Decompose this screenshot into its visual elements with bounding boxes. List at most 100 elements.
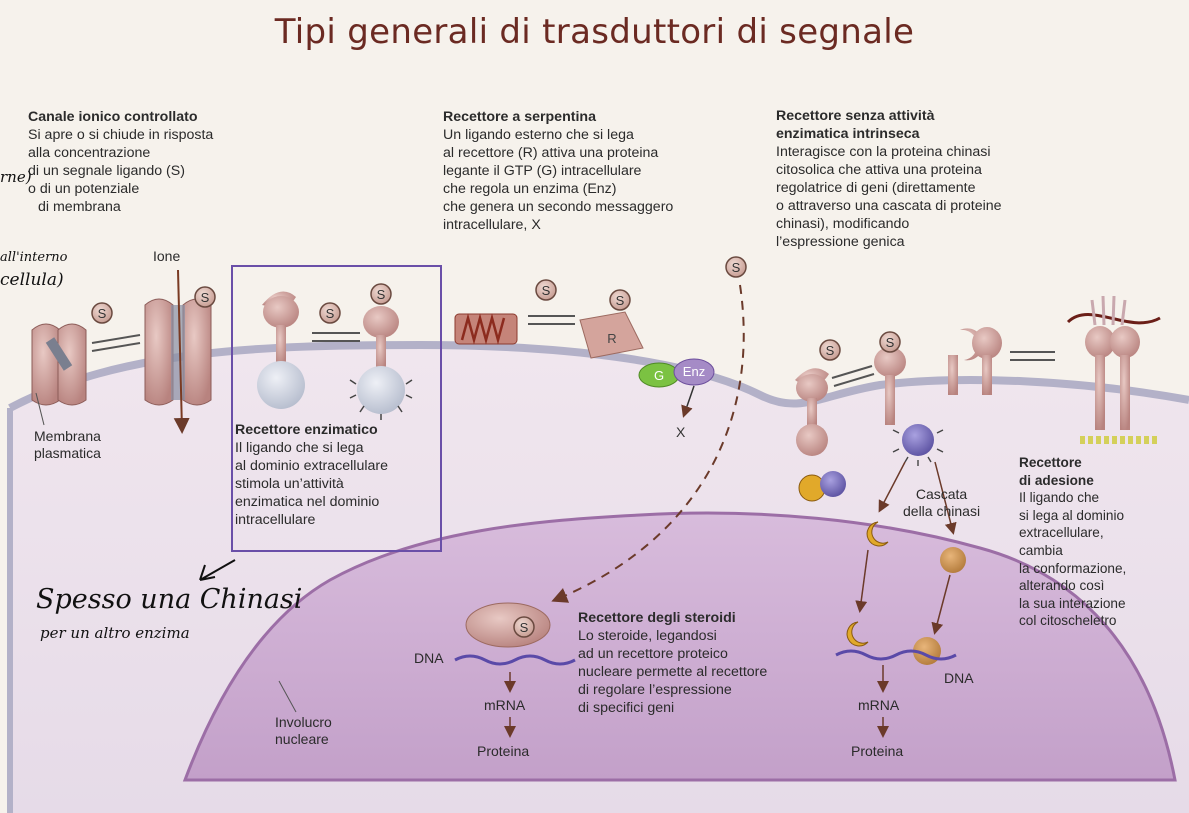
adhesion-line: alterando così [1019,578,1105,594]
kinase-cascade-label-line: della chinasi [903,503,981,519]
ligand-s-3: S [319,302,341,324]
ion-channel-line: di membrana [38,199,121,215]
adhesion-line: cambia [1019,542,1063,558]
membrane-label-line: Membrana [34,428,101,444]
envelope-pointer [278,680,297,713]
ligand-s-7: S [819,339,841,361]
enzymatic-line: al dominio extracellulare [235,458,388,474]
dna-strand-left [454,654,576,666]
dna-label-left: DNA [414,650,444,666]
equilibrium-arrows-5 [1010,351,1055,361]
adhesion-heading: di adesione [1019,472,1094,488]
serpentine-line: Un ligando esterno che si lega [443,127,634,143]
svg-text:X: X [676,424,686,440]
handwritten-margin-mid1: all'interno [0,250,68,265]
steroid-line: nucleare permette al recettore [578,664,768,680]
non-enzymatic-line: chinasi), modificando [776,216,910,232]
adhesion-receptor-pair-2 [1066,295,1161,444]
ion-channel-line: o di un potenziale [28,181,140,197]
protein-label-left: Proteina [477,743,530,759]
enzymatic-heading: Recettore enzimatico [235,422,378,438]
serpentine-line: legante il GTP (G) intracellulare [443,163,642,179]
kinase-cascade-label: Cascata della chinasi [903,486,980,520]
kinase-inactive-pair [798,471,846,502]
mrna-label-right: mRNA [858,697,900,713]
mrna-label-left: mRNA [484,697,526,713]
nuclear-envelope-label: Involucro nucleare [275,714,332,748]
steroid-line: Lo steroide, legandosi [578,628,717,644]
non-enzymatic-receptor-active [874,347,944,466]
ligand-s-4: S [370,283,392,305]
adhesion-receptor-pair-1 [948,327,1002,395]
serpentine-line: al recettore (R) attiva una proteina [443,145,659,161]
svg-text:S: S [732,260,741,275]
nucleus [182,511,1177,782]
handwritten-margin-mid2: cellula) [0,270,64,290]
steroid-line: di specifici geni [578,700,675,716]
adhesion-line: la sua interazione [1019,595,1126,611]
ion-label: Ione [153,248,181,264]
serpentine-heading: Recettore a serpentina [443,109,596,125]
handwritten-margin-top: rne) [0,168,32,186]
ligand-s-steroid: S [725,256,747,278]
svg-text:S: S [542,283,551,298]
ion-channel-line: di un segnale ligando (S) [28,163,185,179]
adhesion-line: si lega al dominio [1019,507,1125,523]
enzymatic-line: enzimatica nel dominio [235,494,380,510]
non-enzymatic-line: o attraverso una cascata di proteine [776,198,1002,214]
handwritten-note-line2: per un altro enzima [40,624,190,642]
enzymatic-line: stimola un’attività [235,476,344,492]
nuclear-envelope-label-line: Involucro [275,714,332,730]
enzyme-enz: Enz X [673,358,715,440]
membrane-pointer [35,392,45,426]
enzymatic-line: intracellulare [235,512,316,528]
ligand-s-1: S [91,302,113,324]
serpentine-line: che regola un enzima (Enz) [443,181,617,197]
serpentine-receptor-r: R [579,311,644,359]
steroid-line: ad un recettore proteico [578,646,728,662]
kinase-cascade-label-line: Cascata [915,486,968,502]
serpentine-receptor-coiled [454,313,518,345]
steroid-text: Recettore degli steroidi Lo steroide, le… [578,609,767,717]
membrane-label: Membrana plasmatica [34,428,101,462]
svg-text:S: S [201,290,210,305]
svg-text:S: S [326,306,335,321]
ion-channel-heading: Canale ionico controllato [28,109,198,125]
serpentine-line: che genera un secondo messaggero [443,199,674,215]
svg-text:S: S [826,343,835,358]
serpentine-line: intracellulare, X [443,217,541,233]
svg-text:S: S [520,620,529,635]
steroid-receptor: S [465,602,551,648]
ligand-s-6: S [609,289,631,311]
svg-text:G: G [654,368,664,383]
svg-text:S: S [377,287,386,302]
svg-text:S: S [886,335,895,350]
ion-channel-open [144,269,212,434]
steroid-line: di regolare l’espressione [578,682,732,698]
non-enzymatic-line: citosolica che attiva una proteina [776,162,982,178]
enzymatic-receptor-active [349,306,413,420]
protein-label-right: Proteina [851,743,904,759]
ion-channel-closed [31,323,87,406]
enzymatic-receptor-inactive [257,291,305,409]
ion-channel-line: alla concentrazione [28,145,151,161]
svg-text:Enz: Enz [683,364,705,379]
dna-strand-right [835,649,957,661]
adhesion-line: la conformazione, [1019,560,1127,576]
svg-text:R: R [607,331,616,346]
dna-label-right: DNA [944,670,974,686]
page-title: Tipi generali di trasduttori di segnale [274,12,915,52]
ligand-s-2: S [194,286,216,308]
equilibrium-arrows-1 [91,334,141,352]
equilibrium-arrows-2 [312,332,360,342]
non-enzymatic-line: l’espressione genica [776,234,905,250]
non-enzymatic-line: regolatrice di geni (direttamente [776,180,976,196]
enzymatic-highlight-box [231,265,442,552]
ion-channel-line: Si apre o si chiude in risposta [28,127,214,143]
handwritten-arrow [199,559,236,581]
nuclear-envelope-label-line: nucleare [275,731,329,747]
ion-channel-text: Canale ionico controllato Si apre o si c… [28,108,213,216]
svg-text:S: S [616,293,625,308]
serpentine-text: Recettore a serpentina Un ligando estern… [443,108,673,234]
